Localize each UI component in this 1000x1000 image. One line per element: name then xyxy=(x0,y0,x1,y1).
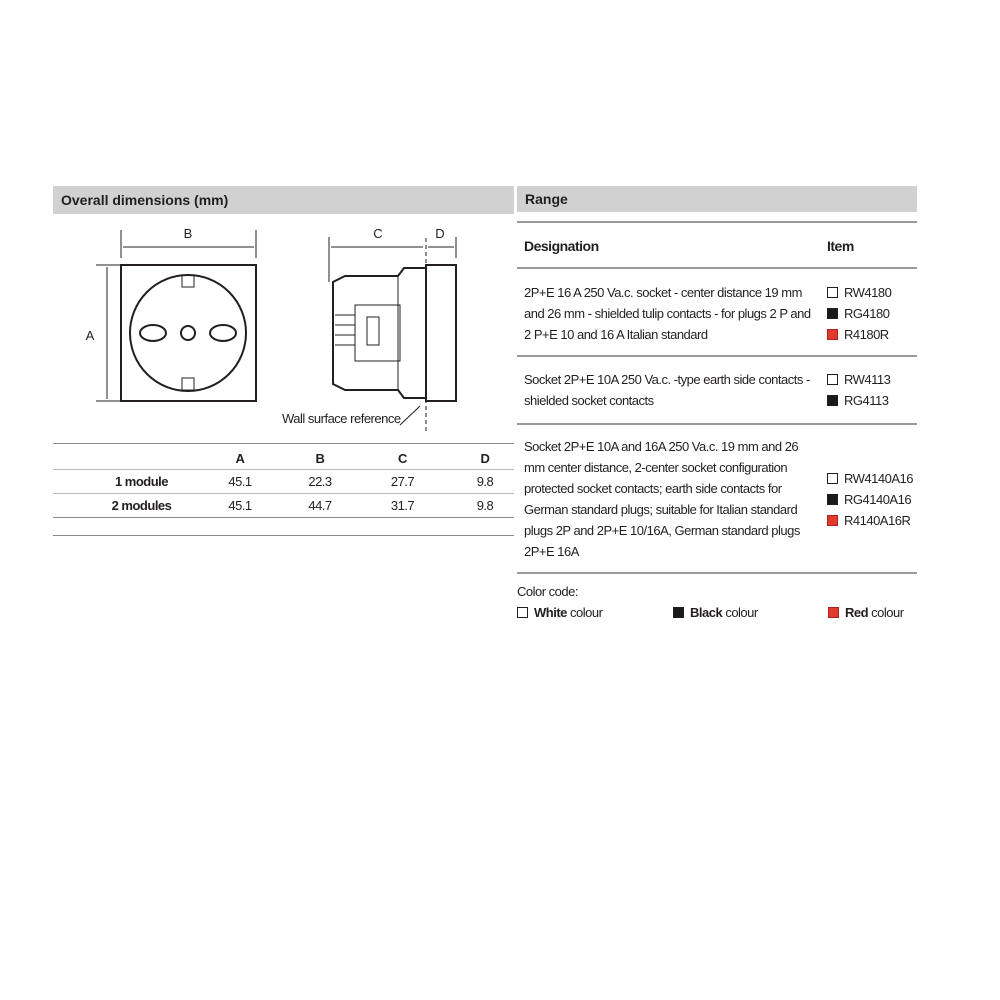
col-a: A xyxy=(235,450,245,466)
label-b: B xyxy=(184,226,193,241)
black-swatch-icon xyxy=(827,395,838,406)
red-swatch-icon xyxy=(828,607,839,618)
color-code-label: Color code: xyxy=(517,584,578,599)
dimensions-title: Overall dimensions (mm) xyxy=(61,192,229,208)
table-row: 1 module 45.1 22.3 27.7 9.8 xyxy=(114,473,494,489)
range-row-3-desc: Socket 2P+E 10A and 16A 250 Va.c. 19 mm … xyxy=(524,439,800,559)
range-row-2-items: RW4113 RG4113 xyxy=(827,369,891,411)
range-row-2-desc: Socket 2P+E 10A 250 Va.c. -type earth si… xyxy=(524,372,810,408)
col-d: D xyxy=(480,450,490,466)
black-swatch-icon xyxy=(827,494,838,505)
color-code-red: Red colour xyxy=(828,605,904,620)
white-swatch-icon xyxy=(827,473,838,484)
col-c: C xyxy=(398,450,407,466)
designation-header: Designation xyxy=(524,238,599,254)
black-swatch-icon xyxy=(827,308,838,319)
label-a: A xyxy=(86,328,95,343)
white-swatch-icon xyxy=(827,374,838,385)
label-d: D xyxy=(435,226,444,241)
socket-dimension-drawing: B A C D Wall surface reference xyxy=(86,226,457,432)
dimensions-table: A B C D 1 module 45.1 22.3 27.7 9.8 2 mo… xyxy=(53,447,525,517)
item-header: Item xyxy=(827,238,854,254)
range-row-1-desc: 2P+E 16 A 250 Va.c. socket - center dist… xyxy=(524,285,811,342)
table-row: 2 modules 45.1 44.7 31.7 9.8 xyxy=(111,497,494,513)
dimensions-header: Overall dimensions (mm) xyxy=(53,186,514,214)
wall-surface-label: Wall surface reference xyxy=(282,411,401,426)
white-swatch-icon xyxy=(517,607,528,618)
white-swatch-icon xyxy=(827,287,838,298)
table-header-row: A B C D xyxy=(53,447,525,469)
range-row-3-items: RW4140A16 RG4140A16 R4140A16R xyxy=(827,468,913,531)
col-b: B xyxy=(315,450,325,466)
red-swatch-icon xyxy=(827,329,838,340)
range-header: Range xyxy=(517,186,917,212)
red-swatch-icon xyxy=(827,515,838,526)
label-c: C xyxy=(373,226,382,241)
color-code-black: Black colour xyxy=(673,605,758,620)
color-code-white: White colour xyxy=(517,605,603,620)
black-swatch-icon xyxy=(673,607,684,618)
range-title: Range xyxy=(525,191,568,207)
range-row-1-items: RW4180 RG4180 R4180R xyxy=(827,282,892,345)
